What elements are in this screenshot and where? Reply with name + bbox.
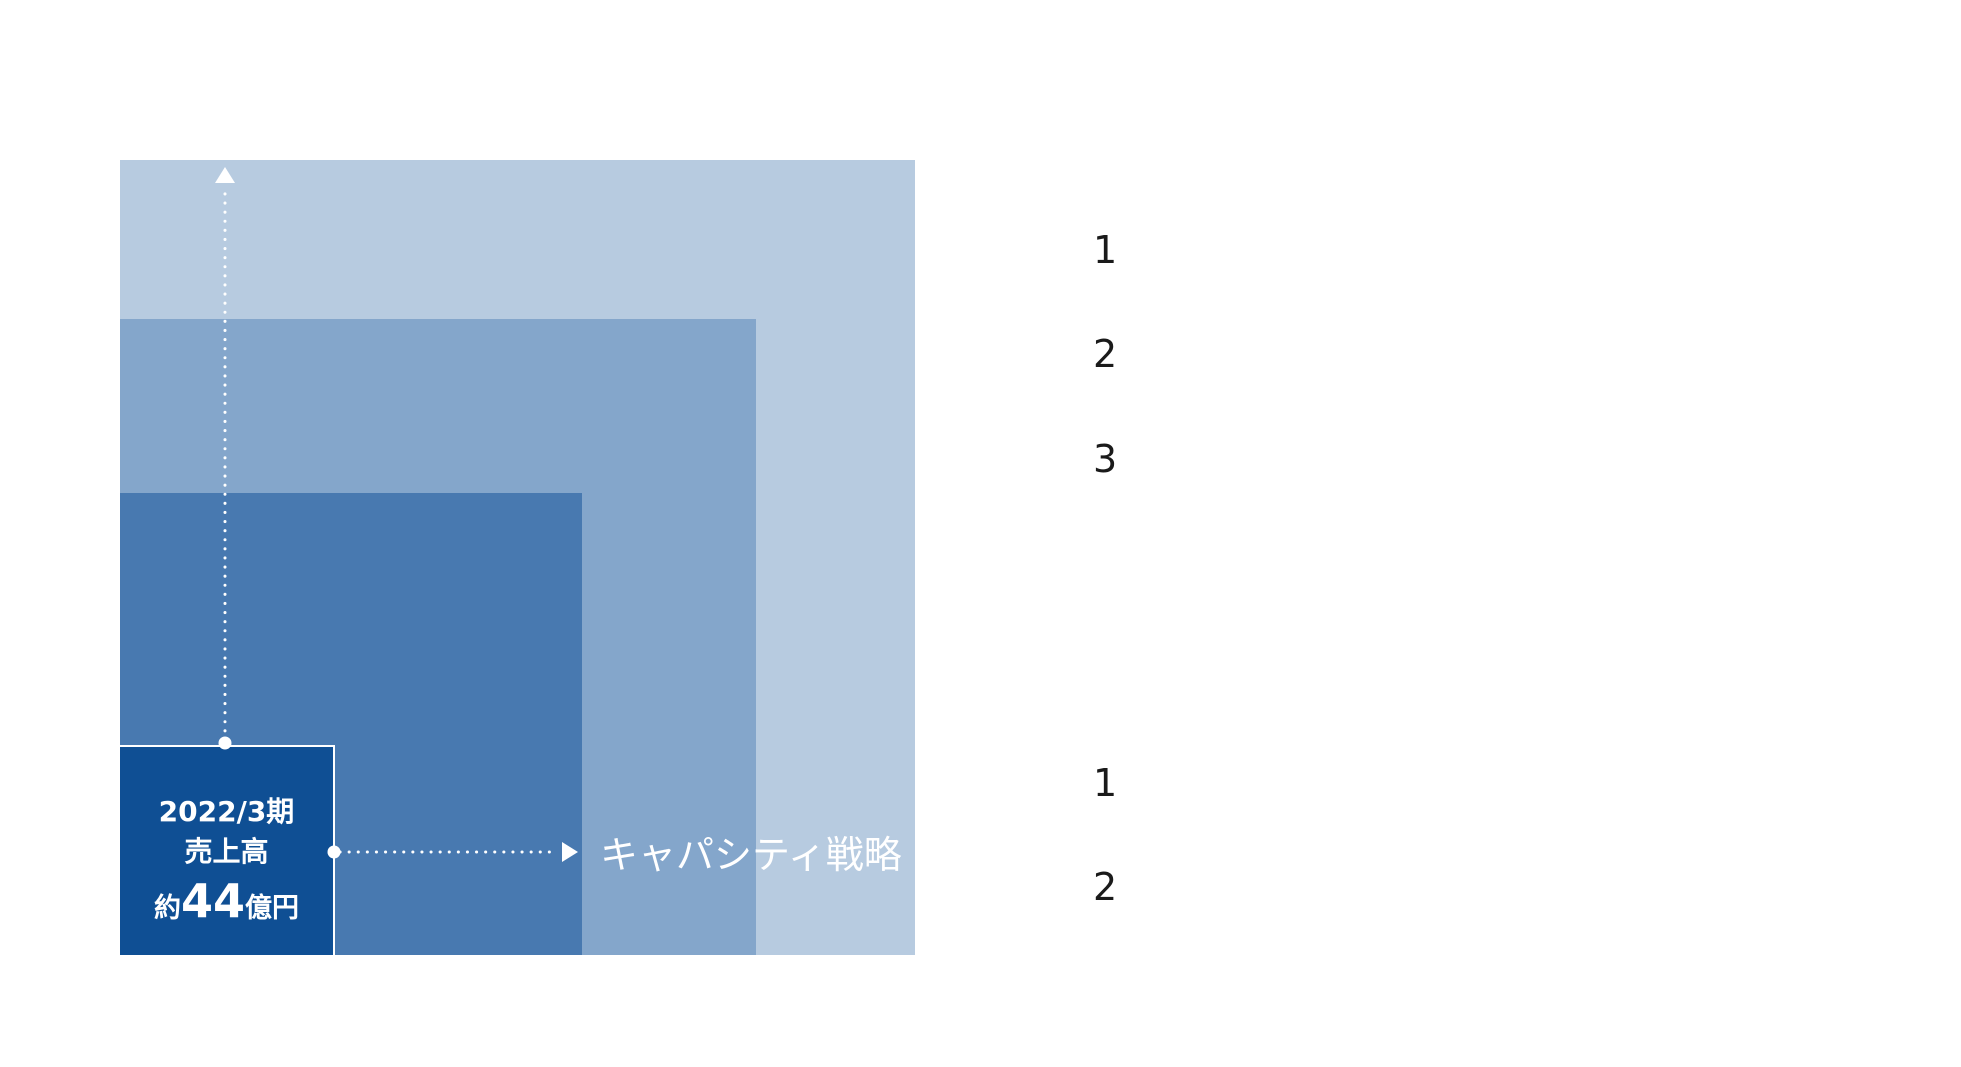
horizontal-arrow-origin-dot <box>327 845 341 859</box>
base-label: 売上高 <box>184 835 269 868</box>
list-item-number: 2 <box>1093 332 1118 376</box>
base-period: 2022/3期 <box>158 795 295 828</box>
vertical-arrow-head <box>215 167 235 183</box>
amount-value: 44 <box>180 874 245 928</box>
list-item-number: 1 <box>1093 228 1118 272</box>
horizontal-arrow-head <box>562 842 578 862</box>
vertical-arrow-origin-dot <box>218 736 232 750</box>
list-item-number: 2 <box>1093 865 1118 909</box>
amount-suffix: 億円 <box>245 893 299 924</box>
amount-prefix: 約 <box>153 893 181 924</box>
capacity-strategy-label: キャパシティ戦略 <box>600 833 902 877</box>
base-amount: 約44億円 <box>120 875 333 938</box>
list-item-number: 3 <box>1093 437 1118 481</box>
list-item-number: 1 <box>1093 761 1118 805</box>
